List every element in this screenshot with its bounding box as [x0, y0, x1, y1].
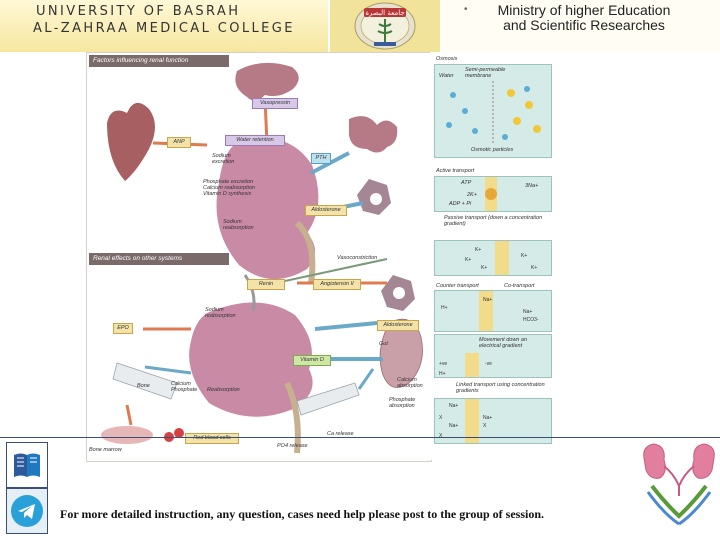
svg-text:Na+: Na+ — [449, 423, 458, 429]
college-name: AL-ZAHRAA MEDICAL COLLEGE — [33, 21, 295, 36]
label-calcium-absorption: Calcium absorption — [397, 377, 423, 389]
university-logo: جامعة البصرة — [330, 0, 440, 52]
section-header-effects: Renal effects on other systems — [89, 253, 229, 265]
svg-text:-ve: -ve — [485, 361, 492, 367]
label-osmotic-particles: Osmotic particles — [471, 147, 514, 153]
label-gut: Gut — [379, 341, 388, 347]
label-linked-transport: Linked transport using concentration gra… — [456, 382, 545, 394]
label-phosphate-absorption: Phosphate absorption — [389, 397, 416, 409]
label-passive-transport: Passive transport (down a concentration … — [444, 215, 543, 227]
label-anp: ANP — [167, 137, 191, 148]
label-bone-marrow: Bone marrow — [89, 447, 122, 453]
svg-text:X: X — [483, 423, 487, 429]
header-left-banner — [0, 0, 328, 52]
svg-text:K+: K+ — [531, 265, 537, 271]
label-aldosterone-2: Aldosterone — [377, 320, 419, 331]
label-vitamin-d: Vitamin D — [293, 355, 331, 366]
ministry-line-2: and Scientific Researches — [503, 17, 665, 33]
osmosis-panel: Semi-permeable membrane Water Osmotic pa… — [434, 64, 552, 158]
label-3na: 3Na+ — [525, 183, 539, 189]
svg-text:Na+: Na+ — [483, 415, 492, 421]
label-angiotensin: Angiotensin II — [313, 279, 361, 290]
section-header-factors: Factors influencing renal function — [89, 55, 229, 67]
passive-transport-panel: K+ K+ K+ K+ K+ — [434, 240, 552, 276]
label-calcium-phosphate: Calcium Phosphate — [171, 381, 198, 393]
label-atp: ATP — [461, 180, 472, 186]
renal-function-figure: Factors influencing renal function Renal… — [86, 52, 432, 462]
ministry-title: Ministry of higher Education and Scienti… — [464, 3, 704, 33]
svg-text:Na+: Na+ — [523, 309, 532, 315]
header-right-banner — [440, 0, 720, 52]
svg-text:K+: K+ — [481, 265, 487, 271]
label-po4-release: PO4 release — [277, 443, 308, 449]
label-red-blood-cells: Red blood cells — [185, 433, 239, 444]
label-aldosterone: Aldosterone — [305, 205, 347, 216]
label-2k: 2K+ — [467, 192, 477, 198]
label-phosphate: Phosphate excretion Calcium reabsorption… — [203, 179, 255, 197]
svg-text:X: X — [439, 433, 443, 439]
label-pth: PTH — [311, 153, 331, 164]
electrical-gradient-panel: Movement down an electrical gradient +ve… — [434, 334, 552, 378]
arrow-vasoconstriction — [284, 258, 388, 282]
label-counter-transport: Counter transport — [436, 283, 479, 289]
active-transport-panel: ATP 3Na+ 2K+ ADP + Pi — [434, 176, 552, 212]
label-ca-release: Ca release — [327, 431, 354, 437]
label-sodium-reabsorption-2: Sodium reabsorption — [205, 307, 236, 319]
label-sodium-excretion: Sodium excretion — [212, 153, 235, 165]
svg-text:K+: K+ — [475, 247, 481, 253]
kidney-care-icon — [638, 438, 720, 528]
logo-text: جامعة البصرة — [365, 9, 404, 17]
label-adp: ADP + Pi — [449, 201, 472, 207]
ministry-line-1: Ministry of higher Education — [497, 2, 671, 18]
university-name: UNIVERSITY OF BASRAH — [36, 4, 241, 19]
bone-2-shape — [296, 382, 360, 416]
parathyroid-shape — [349, 116, 398, 153]
university-seal-icon: جامعة البصرة — [336, 2, 434, 50]
label-vasoconstriction: Vasoconstriction — [337, 255, 378, 261]
label-vasopressin: Vasopressin — [252, 98, 298, 109]
svg-text:Na+: Na+ — [483, 297, 492, 303]
label-water: Water — [439, 73, 454, 79]
svg-text:H+: H+ — [439, 371, 446, 377]
svg-text:X: X — [439, 415, 443, 421]
label-sodium-reabsorption: Sodium reabsorption — [223, 219, 254, 231]
label-reabsorption: Reabsorption — [207, 387, 240, 393]
label-osmosis: Osmosis — [436, 56, 458, 62]
svg-text:Na+: Na+ — [449, 403, 458, 409]
bone-marrow-shape — [101, 426, 153, 444]
label-water-retention: Water retention — [225, 135, 285, 146]
arrow-aldosterone-2 — [314, 321, 378, 331]
svg-text:K+: K+ — [521, 253, 527, 259]
linked-transport-panel: Na+ X Na+ X Na+ X — [434, 398, 552, 444]
svg-text:+ve: +ve — [439, 361, 447, 367]
label-semipermeable: Semi-permeable membrane — [465, 67, 506, 79]
footer-instruction: For more detailed instruction, any quest… — [60, 507, 545, 521]
label-renin: Renin — [247, 279, 285, 290]
heart-shape — [107, 102, 155, 181]
counter-transport-panel: Na+ H+ Na+ HCO3- — [434, 290, 552, 332]
kidney-top-shape — [216, 138, 319, 280]
label-movement-electrical: Movement down an electrical gradient — [479, 337, 527, 349]
bullet: • — [464, 4, 468, 15]
book-icon[interactable] — [6, 442, 48, 488]
renal-diagram-svg — [101, 62, 423, 454]
svg-text:K+: K+ — [465, 257, 471, 263]
label-epo: EPO — [113, 323, 133, 334]
telegram-icon[interactable] — [6, 488, 48, 534]
osmosis-particles — [446, 81, 541, 145]
bone-shape — [112, 362, 178, 400]
label-co-transport: Co-transport — [504, 283, 535, 289]
kidney-bottom-shape — [189, 302, 313, 417]
divider-line — [0, 437, 720, 438]
pituitary-shape — [235, 62, 299, 101]
label-bone: Bone — [137, 383, 150, 389]
label-active-transport: Active transport — [436, 168, 475, 174]
svg-text:H+: H+ — [441, 305, 448, 311]
svg-text:HCO3-: HCO3- — [523, 317, 539, 323]
